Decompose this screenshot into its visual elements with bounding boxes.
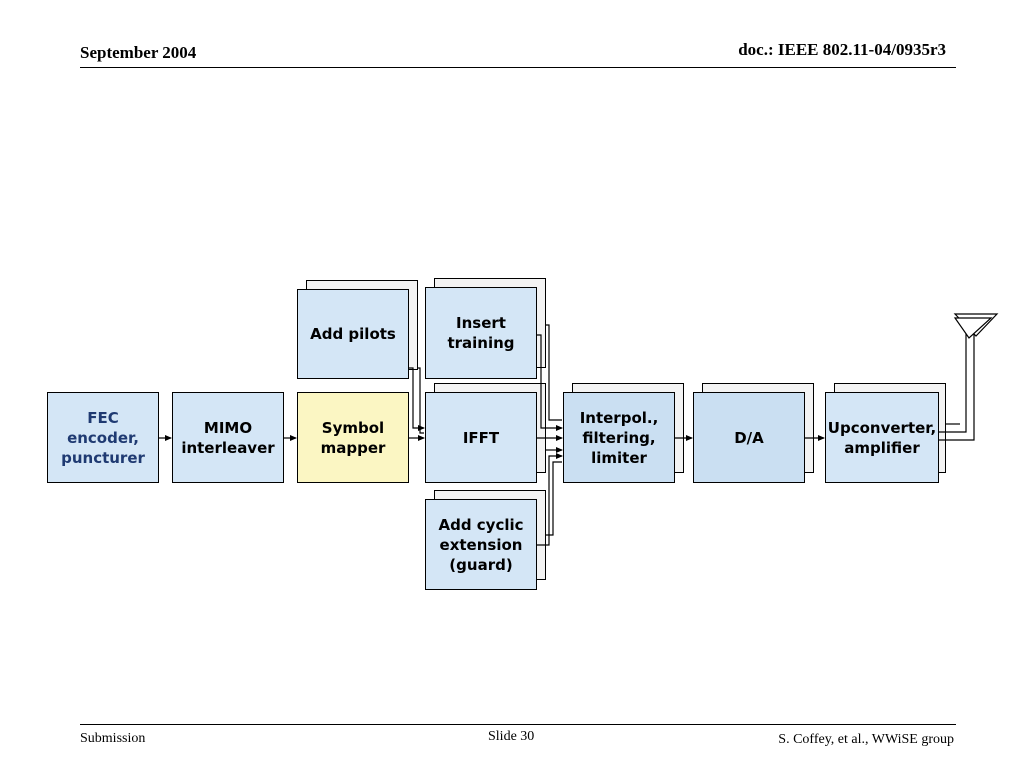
arrow-pilots-to-ifft-b — [418, 367, 424, 434]
antenna-triangle-front — [953, 317, 993, 339]
upconverter-amplifier-block: Upconverter, amplifier — [825, 392, 939, 483]
arrow-cyclic-to-interpol-a — [537, 453, 563, 546]
antenna-feed-a — [939, 330, 967, 433]
arrow-training-to-interpol-b — [546, 324, 562, 421]
arrow-cyclic-to-interpol-b — [546, 461, 562, 536]
footer-authors: S. Coffey, et al., WWiSE group — [778, 732, 954, 747]
insert-training-block: Insert training — [425, 287, 537, 379]
add-pilots-block: Add pilots — [297, 289, 409, 379]
header-date: September 2004 — [80, 43, 197, 62]
add-cyclic-extension-block: Add cyclic extension (guard) — [425, 499, 537, 590]
footer-rule — [80, 724, 956, 725]
footer-submission: Submission — [80, 731, 146, 746]
symbol-mapper-block: Symbol mapper — [297, 392, 409, 483]
header-rule — [80, 67, 956, 68]
fec-encoder-block: FEC encoder, puncturer — [47, 392, 159, 483]
arrow-pilots-to-ifft-a — [409, 367, 425, 431]
da-converter-block: D/A — [693, 392, 805, 483]
antenna-icon — [953, 313, 999, 339]
antenna-feed-b — [939, 330, 975, 441]
header-doc-id: doc.: IEEE 802.11-04/0935r3 — [738, 40, 946, 59]
arrow-training-to-interpol-a — [537, 334, 563, 431]
mimo-interleaver-block: MIMO interleaver — [172, 392, 284, 483]
ifft-block: IFFT — [425, 392, 537, 483]
footer-slide-number: Slide 30 — [488, 729, 535, 744]
interpolation-filter-block: Interpol., filtering, limiter — [563, 392, 675, 483]
